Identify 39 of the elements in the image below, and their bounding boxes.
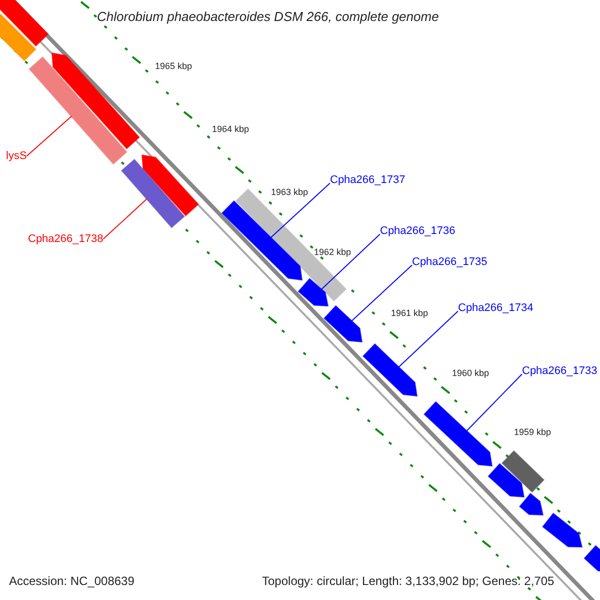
leader-line [350, 264, 412, 322]
gene-feature [362, 343, 418, 397]
gene-feature [584, 545, 600, 573]
gene-feature [501, 450, 545, 493]
accession-label: Accession: NC_008639 [9, 575, 134, 588]
gene-feature [542, 512, 583, 548]
gene-label: Cpha266_1738 [28, 233, 104, 246]
gene-label: Cpha266_1736 [380, 225, 456, 238]
leader-line [466, 374, 522, 432]
gene-label: Cpha266_1735 [412, 256, 488, 268]
gene-feature [51, 52, 140, 150]
gene-feature [298, 278, 329, 307]
gene-label: Cpha266_1734 [458, 302, 534, 314]
position-label: 1959 kbp [514, 428, 552, 438]
gene-feature [141, 154, 199, 216]
gene-feature [0, 0, 49, 47]
gene-label: Cpha266_1733 [522, 365, 598, 378]
position-label: 1960 kbp [452, 369, 490, 379]
position-label: 1963 kbp [271, 188, 308, 198]
position-label: 1964 kbp [212, 125, 250, 135]
gene-label: lysS [6, 150, 27, 162]
gene-feature [488, 463, 525, 498]
position-label: 1961 kbp [391, 309, 428, 319]
leader-line [398, 310, 458, 368]
position-label: 1962 kbp [314, 248, 352, 258]
leader-line [102, 198, 148, 240]
gene-feature [120, 158, 186, 228]
genome-summary: Topology: circular; Length: 3,133,902 bp; Genes: 2,705 [262, 575, 554, 588]
gene-feature [0, 14, 36, 62]
gene-feature [28, 56, 128, 165]
leader-line [270, 182, 330, 238]
gene-feature [424, 401, 493, 467]
gene-feature [324, 305, 363, 343]
position-label: 1965 kbp [155, 62, 192, 72]
title: Chlorobium phaeobacteroides DSM 266, complete genome [97, 10, 439, 24]
leader-line [26, 116, 72, 157]
gene-label: Cpha266_1737 [330, 174, 406, 186]
leader-line [320, 234, 380, 290]
gene-feature [221, 200, 303, 281]
